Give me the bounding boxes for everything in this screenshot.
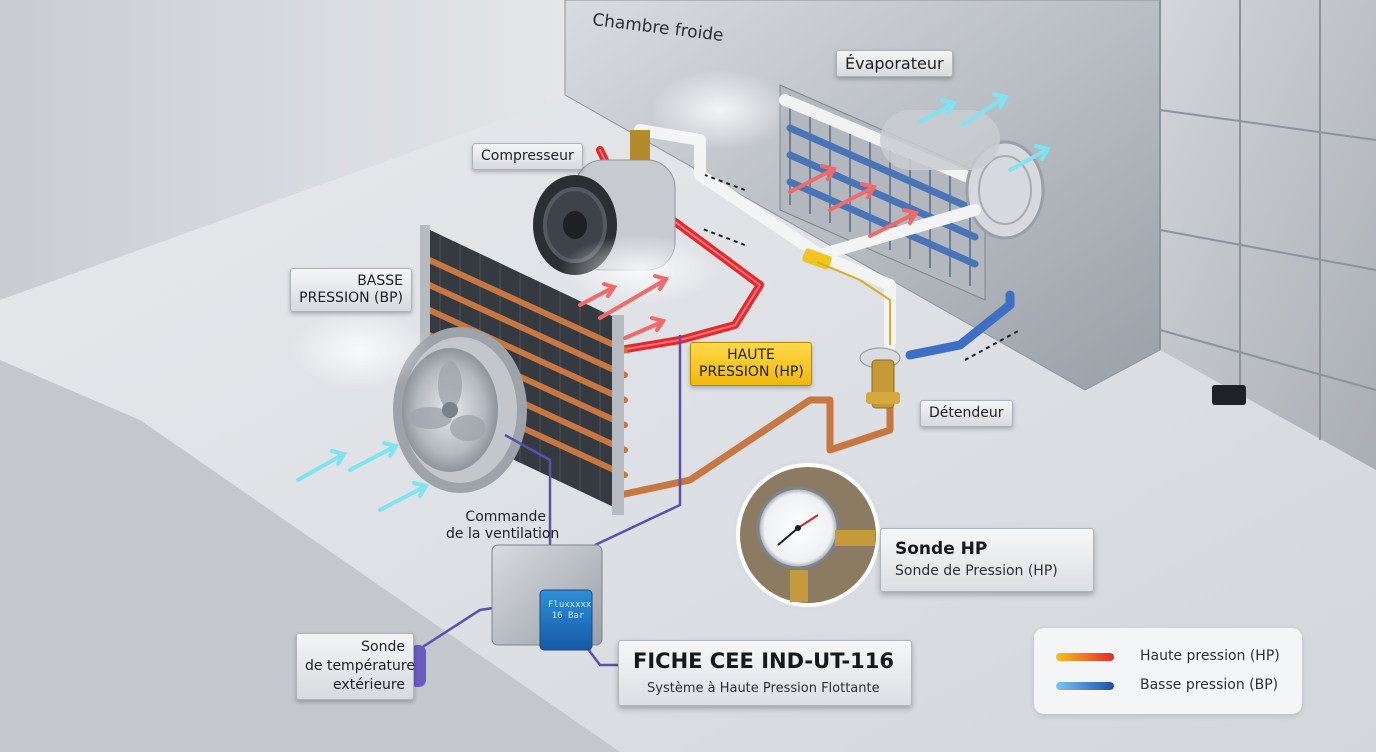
legend-swatch-bp <box>1056 682 1114 690</box>
commande-ventilation-line-2: de la ventilation <box>446 526 560 542</box>
legend: Haute pression (HP) Basse pression (BP) <box>1034 628 1302 714</box>
legend-item-bp: Basse pression (BP) <box>1056 676 1296 696</box>
controller-box <box>491 544 603 651</box>
legend-item-hp: Haute pression (HP) <box>1056 647 1296 667</box>
sonde-temperature-line-2: de température <box>305 658 415 674</box>
sonde-temperature-label: Sonde de température extérieure <box>296 633 415 700</box>
legend-swatch-hp <box>1056 653 1114 661</box>
outdoor-temp-sensor <box>410 645 426 687</box>
legend-label-hp: Haute pression (HP) <box>1140 648 1280 664</box>
basse-pression-line-2: PRESSION (BP) <box>299 290 403 306</box>
cold-air-arrows <box>296 92 1052 512</box>
commande-ventilation-label: Commande de la ventilation <box>438 505 560 547</box>
controller-display-line-2: 16 Bar <box>551 611 585 621</box>
controller-display: Fluxxxxx 16 Bar <box>548 600 592 622</box>
hot-air-arrows <box>578 164 920 340</box>
sonde-hp-subtitle: Sonde de Pression (HP) <box>895 563 1058 579</box>
sonde-hp-title: Sonde HP <box>895 539 988 559</box>
evaporator-unit <box>779 84 1045 301</box>
fiche-title: FICHE CEE IND-UT-116 <box>633 649 894 673</box>
detendeur-label: Détendeur <box>920 400 1013 427</box>
commande-ventilation-line-1: Commande <box>465 509 546 525</box>
compresseur-label: Compresseur <box>472 143 583 170</box>
condenser-fan <box>393 327 527 493</box>
flow-arrows <box>699 174 1021 361</box>
cold-room-foot <box>1212 385 1246 405</box>
basse-pression-line-1: BASSE <box>357 273 403 289</box>
expansion-valve <box>859 347 901 409</box>
sonde-temperature-line-3: extérieure <box>333 677 405 693</box>
floor-shadow <box>0 360 620 752</box>
mist <box>290 70 790 390</box>
back-wall <box>0 0 600 300</box>
fiche-subtitle: Système à Haute Pression Flottante <box>647 681 880 696</box>
pressure-gauge-photo <box>732 459 884 611</box>
evaporateur-label: Évaporateur <box>836 50 953 77</box>
fiche-card: FICHE CEE IND-UT-116 Système à Haute Pre… <box>618 640 912 706</box>
haute-pression-label: HAUTE PRESSION (HP) <box>690 342 812 386</box>
sonde-temperature-line-1: Sonde <box>361 639 405 655</box>
cold-room-panels <box>1159 0 1376 440</box>
yellow-sensor-wire <box>816 261 891 345</box>
controller-display-line-1: Fluxxxxx <box>548 600 592 610</box>
haute-pression-line-1: HAUTE <box>727 347 775 363</box>
haute-pression-line-2: PRESSION (HP) <box>699 364 804 380</box>
legend-label-bp: Basse pression (BP) <box>1140 677 1279 693</box>
sonde-hp-card: Sonde HP Sonde de Pression (HP) <box>880 528 1094 592</box>
basse-pression-label: BASSE PRESSION (BP) <box>290 268 412 312</box>
